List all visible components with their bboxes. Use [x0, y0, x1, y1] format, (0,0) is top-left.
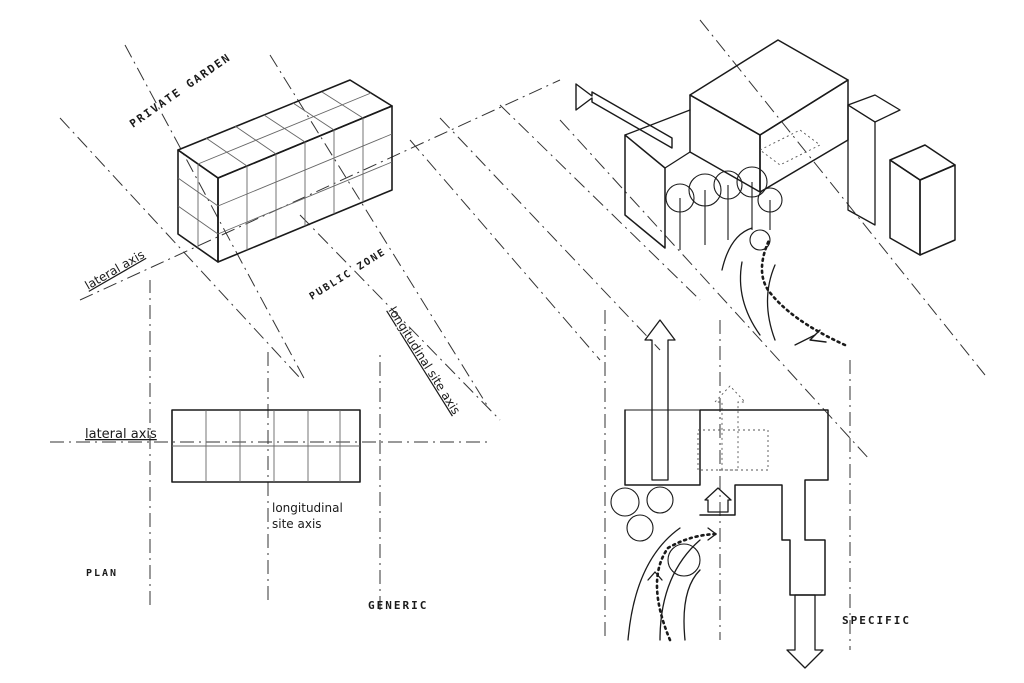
specific-plan [610, 319, 829, 669]
iso-axis-line [439, 117, 661, 351]
house-icon [704, 487, 732, 513]
iso-axis-line [499, 104, 701, 301]
label-private-garden: PRIVATE GARDEN [127, 51, 233, 131]
iso-axis-line [559, 119, 871, 461]
label-lateral-axis-iso: lateral axis [83, 247, 147, 292]
iso-axis-line [124, 44, 306, 381]
label-site-axis-plan: site axis [272, 517, 322, 531]
down-arrow-icon [786, 594, 824, 669]
lateral-axis-line [79, 79, 561, 301]
specific-building-iso [624, 39, 956, 256]
specific-trees-iso [665, 166, 783, 251]
specific-axes [499, 19, 986, 650]
dotted-arrow-icon [713, 385, 747, 471]
label-generic: GENERIC [368, 599, 428, 612]
north-arrow-icon [644, 319, 676, 481]
generic-axes-iso [50, 44, 661, 610]
iso-axis-line [59, 117, 301, 379]
generic-plan-block [171, 409, 361, 483]
label-lateral-axis-plan: lateral axis [85, 427, 157, 442]
iso-axis-line [299, 214, 501, 421]
specific-path-iso [721, 227, 847, 347]
label-longitudinal-plan: longitudinal [272, 501, 343, 515]
iso-axis-line [409, 139, 601, 361]
label-specific: SPECIFIC [842, 614, 911, 627]
label-longitudinal-iso: longitudinal site axis [385, 304, 463, 417]
iso-axis-line [699, 19, 986, 376]
iso-axis-line [269, 54, 491, 411]
label-plan: PLAN [86, 568, 118, 579]
up-arrow-icon [575, 83, 673, 149]
label-public-zone: PUBLIC ZONE [308, 246, 389, 302]
generic-block-iso [177, 79, 393, 263]
